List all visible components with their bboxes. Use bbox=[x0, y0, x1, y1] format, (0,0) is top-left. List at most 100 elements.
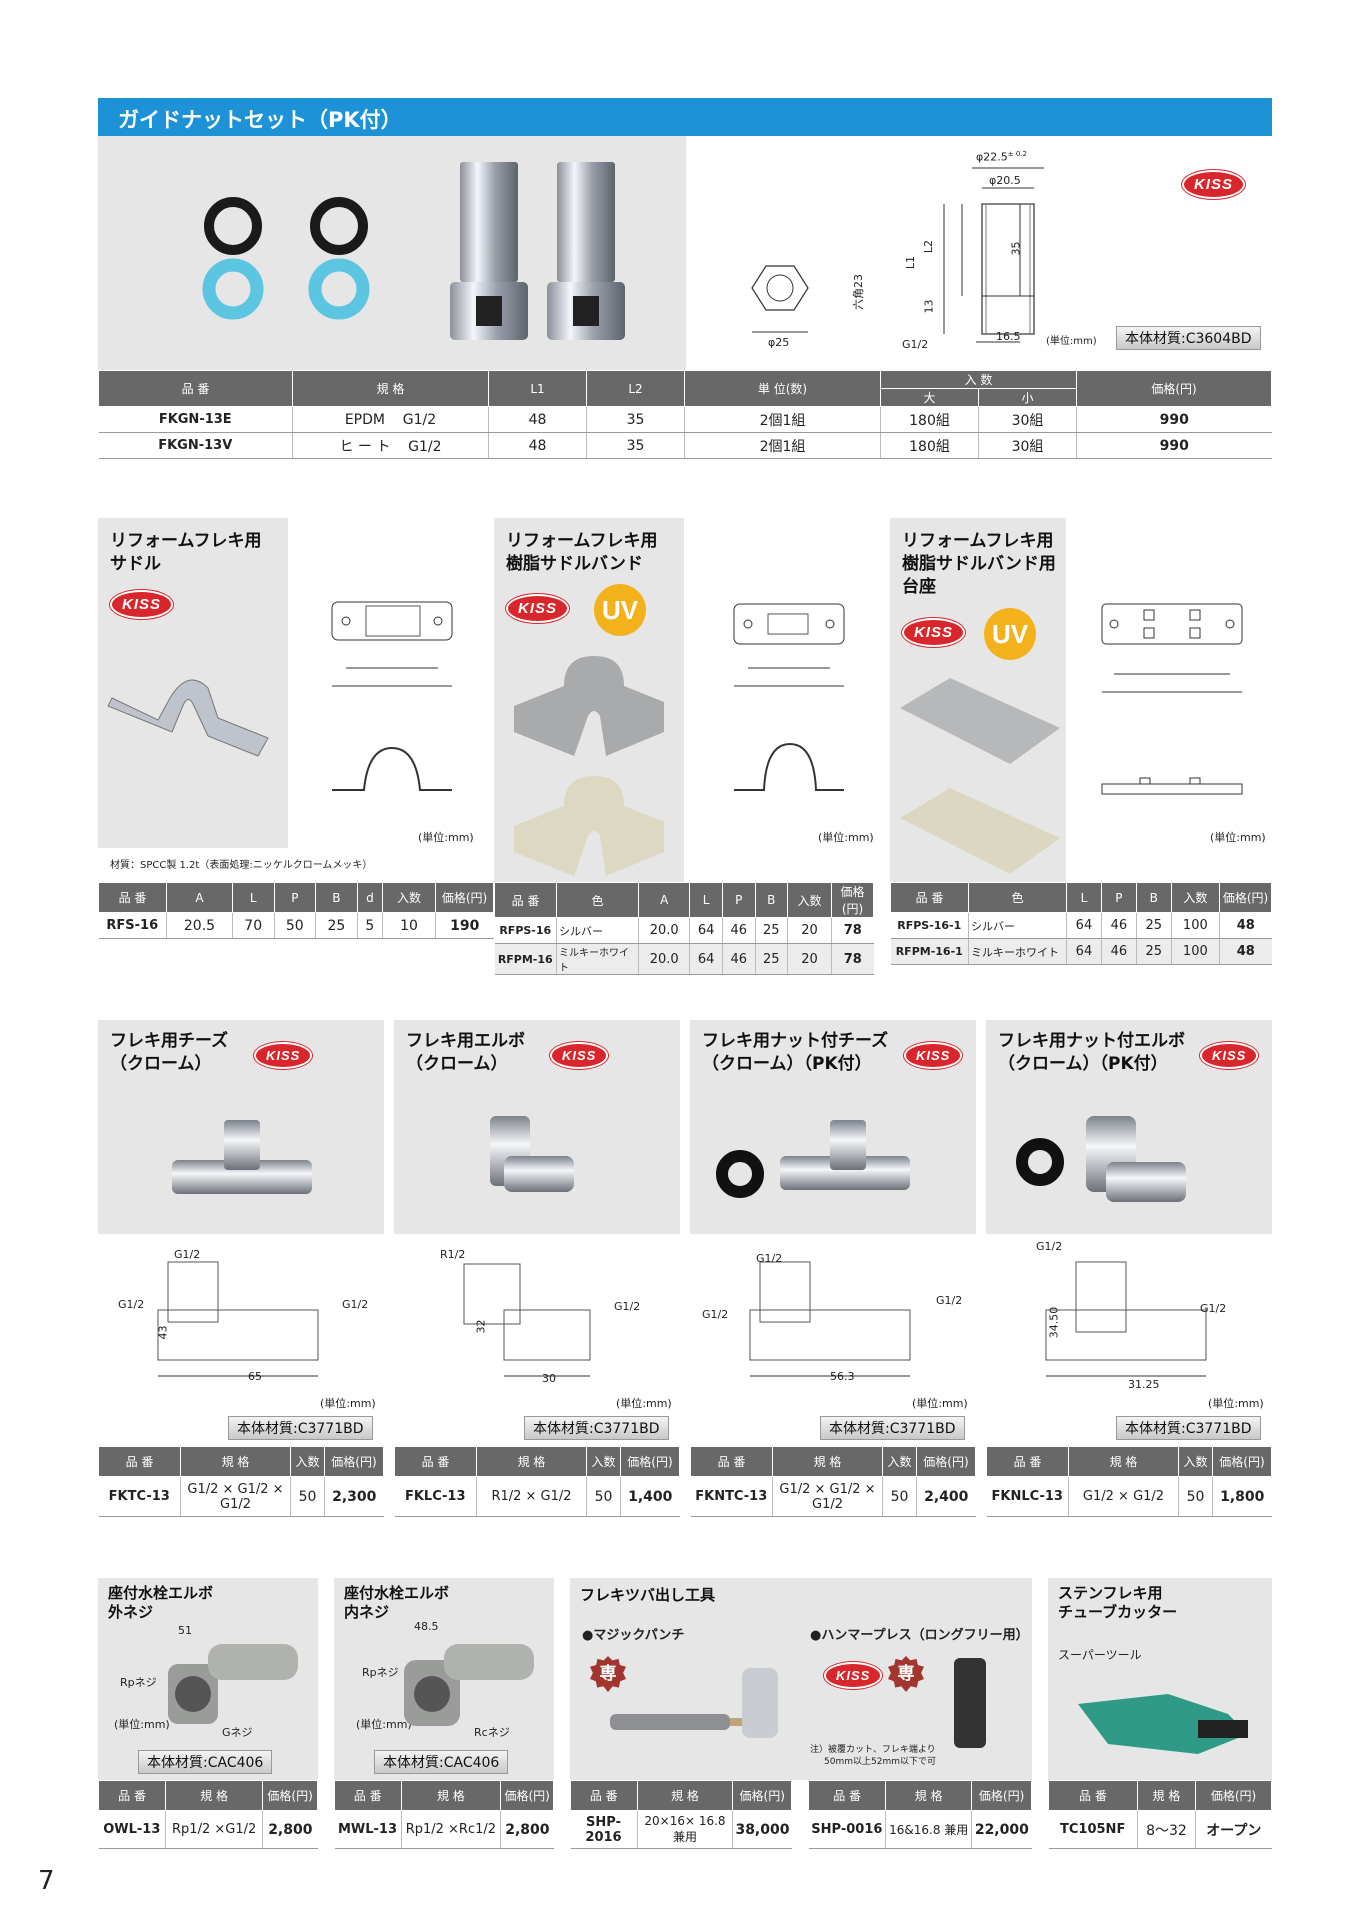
cell: 64 bbox=[1066, 912, 1102, 939]
kiss-logo: KISS bbox=[1200, 1042, 1259, 1069]
cutter-title: ステンフレキ用 チューブカッター bbox=[1058, 1584, 1177, 1622]
saddle-photo bbox=[107, 679, 269, 757]
owl-photo bbox=[168, 1644, 298, 1724]
cell: 2,300 bbox=[324, 1476, 384, 1517]
resin-band-photo bbox=[514, 656, 664, 876]
fitting-title-line1: フレキ用ナット付チーズ bbox=[702, 1031, 889, 1051]
dim-d1: φ22.5 bbox=[976, 150, 1008, 164]
th: 価格(円) bbox=[1219, 882, 1272, 913]
mwl-material: 本体材質:CAC406 bbox=[374, 1750, 509, 1774]
th: 入数 bbox=[382, 882, 436, 913]
th: 規 格 bbox=[180, 1446, 291, 1477]
fitting-title-line2: （クローム） bbox=[110, 1054, 212, 1074]
th: B bbox=[1135, 882, 1172, 913]
fitting-material: 本体材質:C3771BD bbox=[820, 1416, 965, 1440]
th: 品 番 bbox=[334, 1780, 402, 1811]
th-spec: 規 格 bbox=[292, 370, 489, 407]
fitting-title: フレキ用チーズ （クローム） bbox=[110, 1030, 228, 1076]
th: d bbox=[356, 882, 384, 913]
cell: TC105NF bbox=[1048, 1810, 1138, 1849]
cell: RFPS-16-1 bbox=[890, 912, 969, 939]
saddle-note: 材質：SPCC製 1.2t（表面処理:ニッケルクロームメッキ） bbox=[110, 860, 373, 871]
guide-nut-title: ガイドナットセット（PK付） bbox=[118, 108, 402, 132]
tool-table-2: 品 番 規 格 価格(円) SHP-0016 16&16.8 兼用 22,000 bbox=[807, 1780, 1032, 1849]
resin-band-unit: (単位:mm) bbox=[818, 831, 874, 844]
fitting-panel: フレキ用エルボ （クローム） KISS bbox=[394, 1020, 680, 1234]
cell-spec-size: G1/2 bbox=[402, 411, 437, 428]
th: P bbox=[721, 882, 756, 918]
mwl-unit: (単位:mm) bbox=[356, 1718, 412, 1731]
saddle-table: 品 番 A L P B d 入数 価格(円) RFS-16 20.5 70 50… bbox=[98, 882, 494, 939]
th: 入数 bbox=[882, 1446, 917, 1477]
th: 品 番 bbox=[986, 1446, 1069, 1477]
mwl-panel: 座付水栓エルボ 内ネジ 48.5 Rpネジ (単位:mm) Rcネジ 本体材質:… bbox=[334, 1578, 554, 1780]
kiss-logo: KISS bbox=[904, 1042, 963, 1069]
table-row: FKTC-13 G1/2 × G1/2 × G1/2 50 2,300 bbox=[98, 1476, 384, 1517]
fitting-title: フレキ用ナット付エルボ （クローム）（PK付） bbox=[998, 1030, 1185, 1076]
cell-unit: 2個1組 bbox=[684, 432, 881, 459]
table-row: SHP-0016 16&16.8 兼用 22,000 bbox=[808, 1810, 1032, 1849]
tool-title: フレキツバ出し工具 bbox=[580, 1586, 716, 1604]
th: 価格(円) bbox=[971, 1780, 1032, 1811]
mwl-dim: 48.5 bbox=[414, 1620, 439, 1633]
fitting-title-line2: （クローム） bbox=[406, 1054, 508, 1074]
fitting-photo bbox=[1016, 1116, 1186, 1202]
resin-band-table: 品 番 色 A L P B 入数 価格(円) RFPS-16 シルバー 20.0… bbox=[494, 882, 874, 975]
saddle-title: リフォームフレキ用 サドル bbox=[110, 530, 261, 576]
fitting-material: 本体材質:C3771BD bbox=[524, 1416, 669, 1440]
th: 価格(円) bbox=[323, 1446, 385, 1477]
dim-g12: G1/2 bbox=[902, 338, 929, 351]
cell: 46 bbox=[1101, 938, 1137, 965]
fitting-drawing bbox=[157, 1261, 319, 1377]
fitting-dim: G1/2 bbox=[1036, 1240, 1063, 1253]
cell: 78 bbox=[831, 943, 874, 975]
fitting-title: フレキ用ナット付チーズ （クローム）（PK付） bbox=[702, 1030, 888, 1076]
cell-l2: 35 bbox=[586, 432, 685, 459]
cell-l1: 48 bbox=[488, 432, 587, 459]
cell: 64 bbox=[689, 917, 723, 944]
th: 規 格 bbox=[885, 1780, 973, 1811]
guide-nut-drawing bbox=[751, 167, 1044, 343]
cell: 20×16× 16.8兼用 bbox=[637, 1810, 734, 1849]
resin-band-title: リフォームフレキ用 樹脂サドルバンド bbox=[506, 530, 657, 576]
fitting-title-line1: フレキ用ナット付エルボ bbox=[998, 1031, 1185, 1051]
th-l2: L2 bbox=[586, 370, 685, 407]
fitting-title: フレキ用エルボ （クローム） bbox=[406, 1030, 525, 1076]
guide-nut-unit: (単位:mm) bbox=[1046, 336, 1097, 347]
kiss-logo: KISS bbox=[254, 1042, 313, 1069]
fitting-dim: 30 bbox=[542, 1372, 556, 1385]
fitting-panel: フレキ用ナット付チーズ （クローム）（PK付） KISS bbox=[690, 1020, 976, 1234]
th: 規 格 bbox=[1068, 1446, 1179, 1477]
resin-band-drawing bbox=[733, 603, 845, 791]
cell: 46 bbox=[1101, 912, 1137, 939]
fitting-dim: 56.3 bbox=[830, 1370, 855, 1383]
cell-spec: ヒ ー ト G1/2 bbox=[292, 432, 489, 459]
th: 価格(円) bbox=[435, 882, 494, 913]
cell-code: FKGN-13E bbox=[98, 406, 293, 433]
cell: SHP-2016 bbox=[570, 1810, 638, 1849]
fitting-photo bbox=[716, 1120, 910, 1198]
cell: 50 bbox=[290, 1476, 325, 1517]
fitting-table: 品 番 規 格 入数 価格(円) FKNLC-13 G1/2 × G1/2 50… bbox=[986, 1446, 1273, 1517]
th: 価格(円) bbox=[732, 1780, 792, 1811]
cell-small: 30組 bbox=[978, 406, 1077, 433]
th: 規 格 bbox=[636, 1780, 734, 1811]
th: 品 番 bbox=[690, 1446, 773, 1477]
th: B bbox=[754, 882, 789, 918]
saddle-unit: (単位:mm) bbox=[418, 831, 474, 844]
cell: 46 bbox=[722, 943, 756, 975]
tool-note: 注）被覆カット、フレキ端より 50mm以上52mm以下で可 bbox=[810, 1744, 936, 1768]
mwl-table: 品 番 規 格 価格(円) MWL-13 Rp1/2 ×Rc1/2 2,800 bbox=[334, 1780, 554, 1849]
cell: 1,400 bbox=[620, 1476, 680, 1517]
fitting-unit: (単位:mm) bbox=[320, 1397, 376, 1410]
fitting-title-line2: （クローム）（PK付） bbox=[998, 1054, 1168, 1074]
band-base-unit: (単位:mm) bbox=[1210, 831, 1266, 844]
cell: 50 bbox=[586, 1476, 621, 1517]
resin-band-panel: リフォームフレキ用 樹脂サドルバンド KISS UV bbox=[494, 518, 684, 882]
cell: 70 bbox=[232, 912, 275, 939]
cell: 2,800 bbox=[500, 1810, 554, 1849]
fitting-table: 品 番 規 格 入数 価格(円) FKNTC-13 G1/2 × G1/2 × … bbox=[690, 1446, 977, 1517]
saddle-title-line2: サドル bbox=[110, 554, 161, 574]
dim-hex: 六角23 bbox=[852, 274, 865, 310]
guide-nut-material: 本体材質:C3604BD bbox=[1116, 326, 1261, 350]
